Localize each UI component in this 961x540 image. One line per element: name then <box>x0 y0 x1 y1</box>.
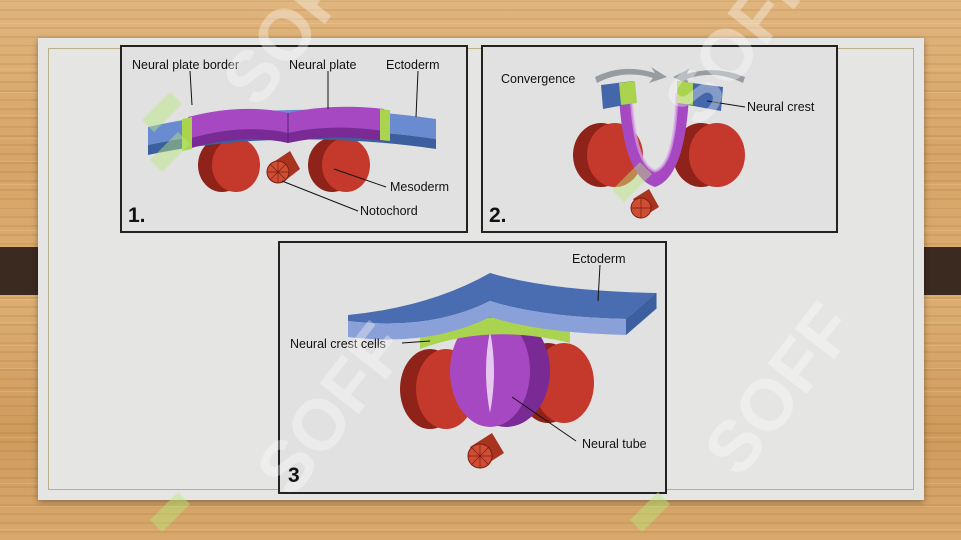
neural-plate-border-right <box>380 109 390 141</box>
mesoderm-right <box>673 123 745 187</box>
notochord <box>467 433 504 469</box>
label-ectoderm: Ectoderm <box>572 252 626 266</box>
notochord <box>266 151 300 184</box>
label-convergence: Convergence <box>501 72 576 86</box>
panel-convergence: Convergence Neural crest 2. <box>481 45 838 233</box>
notochord <box>630 189 659 219</box>
neural-plate <box>188 106 384 139</box>
ectoderm-sheet-top <box>348 273 656 324</box>
convergence-arrow-left <box>673 69 745 85</box>
neural-fold <box>619 93 689 187</box>
panel-neural-plate: Neural plate border Neural plate Ectoder… <box>120 45 468 233</box>
panel-number-3: 3 <box>288 464 300 487</box>
label-ectoderm: Ectoderm <box>386 58 440 72</box>
label-neural-tube: Neural tube <box>582 437 647 451</box>
label-mesoderm: Mesoderm <box>390 180 450 194</box>
ectoderm-sheet-front <box>348 301 626 340</box>
mesoderm-right <box>308 138 370 192</box>
neural-plate-diagram <box>148 70 436 212</box>
neural-tube <box>450 315 550 427</box>
neural-tube-diagram <box>348 264 657 469</box>
convergence-arrow-right <box>595 67 667 83</box>
panel-number-2: 2. <box>489 204 507 227</box>
label-neural-plate: Neural plate <box>289 58 357 72</box>
convergence-diagram <box>573 67 746 219</box>
panel-neural-tube: Ectoderm Neural crest cells Neural tube … <box>278 241 667 494</box>
label-neural-crest: Neural crest <box>747 100 815 114</box>
label-neural-plate-border: Neural plate border <box>132 58 240 72</box>
neural-crest-left <box>619 81 637 105</box>
mesoderm-left <box>198 138 260 192</box>
panel-number-1: 1. <box>128 204 146 227</box>
label-notochord: Notochord <box>360 204 418 218</box>
label-neural-crest-cells: Neural crest cells <box>290 337 386 351</box>
neural-crest-right <box>677 81 693 105</box>
neural-plate-border-left <box>182 117 192 151</box>
